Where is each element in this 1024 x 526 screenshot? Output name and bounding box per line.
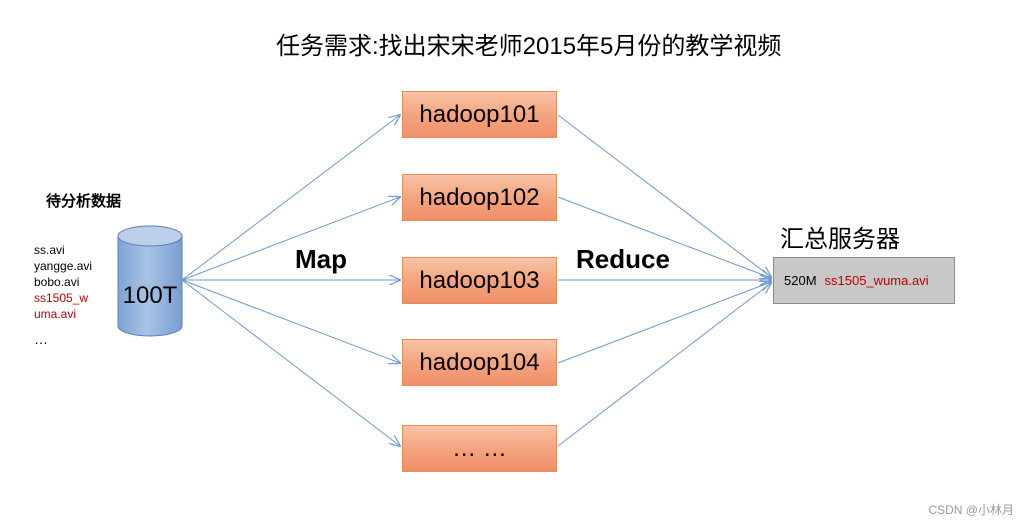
file-item-ellipsis: …: [34, 331, 48, 347]
map-label: Map: [295, 244, 347, 274]
map-arrow: [181, 115, 400, 281]
server-label: 汇总服务器: [780, 226, 900, 253]
reduce-arrow: [557, 282, 771, 364]
node-more: … …: [402, 425, 557, 472]
page-title: 任务需求:找出宋宋老师2015年5月份的教学视频: [276, 33, 782, 60]
data-heading: 待分析数据: [46, 193, 122, 210]
node-hadoop103: hadoop103: [402, 257, 557, 304]
database-cylinder: [117, 225, 183, 337]
file-item: bobo.avi: [34, 275, 80, 289]
file-item-highlighted: uma.avi: [34, 307, 77, 321]
reduce-arrow: [557, 114, 771, 277]
reduce-arrow: [557, 283, 771, 447]
reduce-label: Reduce: [576, 244, 670, 274]
node-hadoop102: hadoop102: [402, 174, 557, 221]
watermark: CSDN @小林月: [928, 503, 1014, 517]
file-item: ss.avi: [34, 243, 65, 257]
node-hadoop101: hadoop101: [402, 91, 557, 138]
map-arrow: [181, 197, 400, 281]
file-item-highlighted: ss1505_w: [34, 291, 89, 305]
server-box: 520M ss1505_wuma.avi: [773, 257, 955, 304]
node-hadoop104: hadoop104: [402, 339, 557, 386]
file-item: yangge.avi: [34, 259, 93, 273]
server-size: 520M: [784, 273, 817, 288]
data-size-label: 100T: [122, 282, 178, 309]
reduce-arrow: [557, 196, 771, 278]
map-arrow: [181, 279, 400, 363]
map-arrow: [181, 279, 400, 446]
server-file: ss1505_wuma.avi: [824, 273, 929, 288]
